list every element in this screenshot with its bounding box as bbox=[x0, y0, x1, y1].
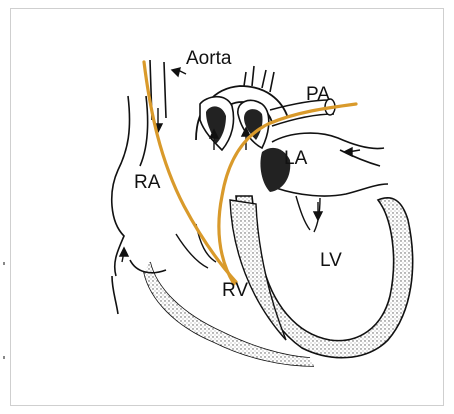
septum bbox=[230, 200, 286, 340]
label-pa: PA bbox=[306, 84, 330, 105]
label-rv: RV bbox=[222, 280, 248, 301]
label-la: LA bbox=[284, 148, 308, 169]
label-lv: LV bbox=[320, 250, 342, 271]
tricuspid-valve bbox=[176, 224, 216, 268]
label-aorta: Aorta bbox=[186, 48, 232, 69]
label-ra: RA bbox=[134, 172, 161, 193]
